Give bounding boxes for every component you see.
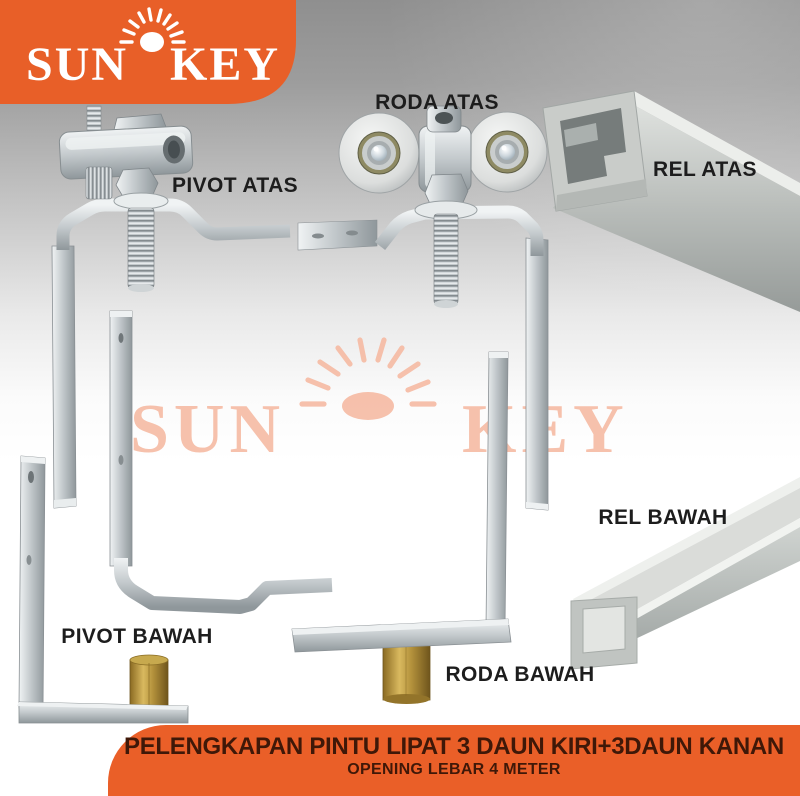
threaded-rod — [433, 213, 459, 305]
label-rel-bawah: REL BAWAH — [598, 506, 728, 529]
label-roda-bawah: RODA BAWAH — [445, 663, 595, 686]
logo-text-sun: SUN — [26, 38, 128, 91]
label-roda-atas: RODA ATAS — [375, 91, 499, 114]
pivot-bawah-photo — [17, 455, 189, 724]
brand-logo: SUN KEY — [0, 0, 296, 104]
brass-roller — [382, 640, 431, 704]
roda-atas-photo — [338, 105, 549, 511]
watermark-text-sun: SUN — [130, 391, 285, 468]
threaded-rod — [127, 207, 155, 289]
banner-subtitle: OPENING LEBAR 4 METER — [347, 761, 561, 778]
logo-text-key: KEY — [170, 38, 280, 91]
label-pivot-atas: PIVOT ATAS — [171, 174, 299, 197]
pivot-bawah-bracket — [109, 310, 333, 614]
clamp-block — [58, 125, 194, 180]
roller-wheel-right — [466, 111, 548, 193]
label-rel-atas: REL ATAS — [653, 158, 757, 181]
banner-title: PELENGKAPAN PINTU LIPAT 3 DAUN KIRI+3DAU… — [124, 733, 784, 760]
pivot-atas-photo — [51, 105, 378, 509]
roller-wheel-left — [338, 112, 420, 194]
product-banner: PELENGKAPAN PINTU LIPAT 3 DAUN KIRI+3DAU… — [108, 725, 800, 796]
sun-icon — [119, 7, 186, 52]
rel-atas-photo — [542, 90, 800, 312]
roda-bawah-photo — [291, 351, 512, 704]
brass-pivot-pin — [129, 654, 169, 713]
rel-bawah-photo — [570, 477, 800, 670]
label-pivot-bawah: PIVOT BAWAH — [61, 625, 213, 648]
sun-icon — [299, 337, 437, 420]
